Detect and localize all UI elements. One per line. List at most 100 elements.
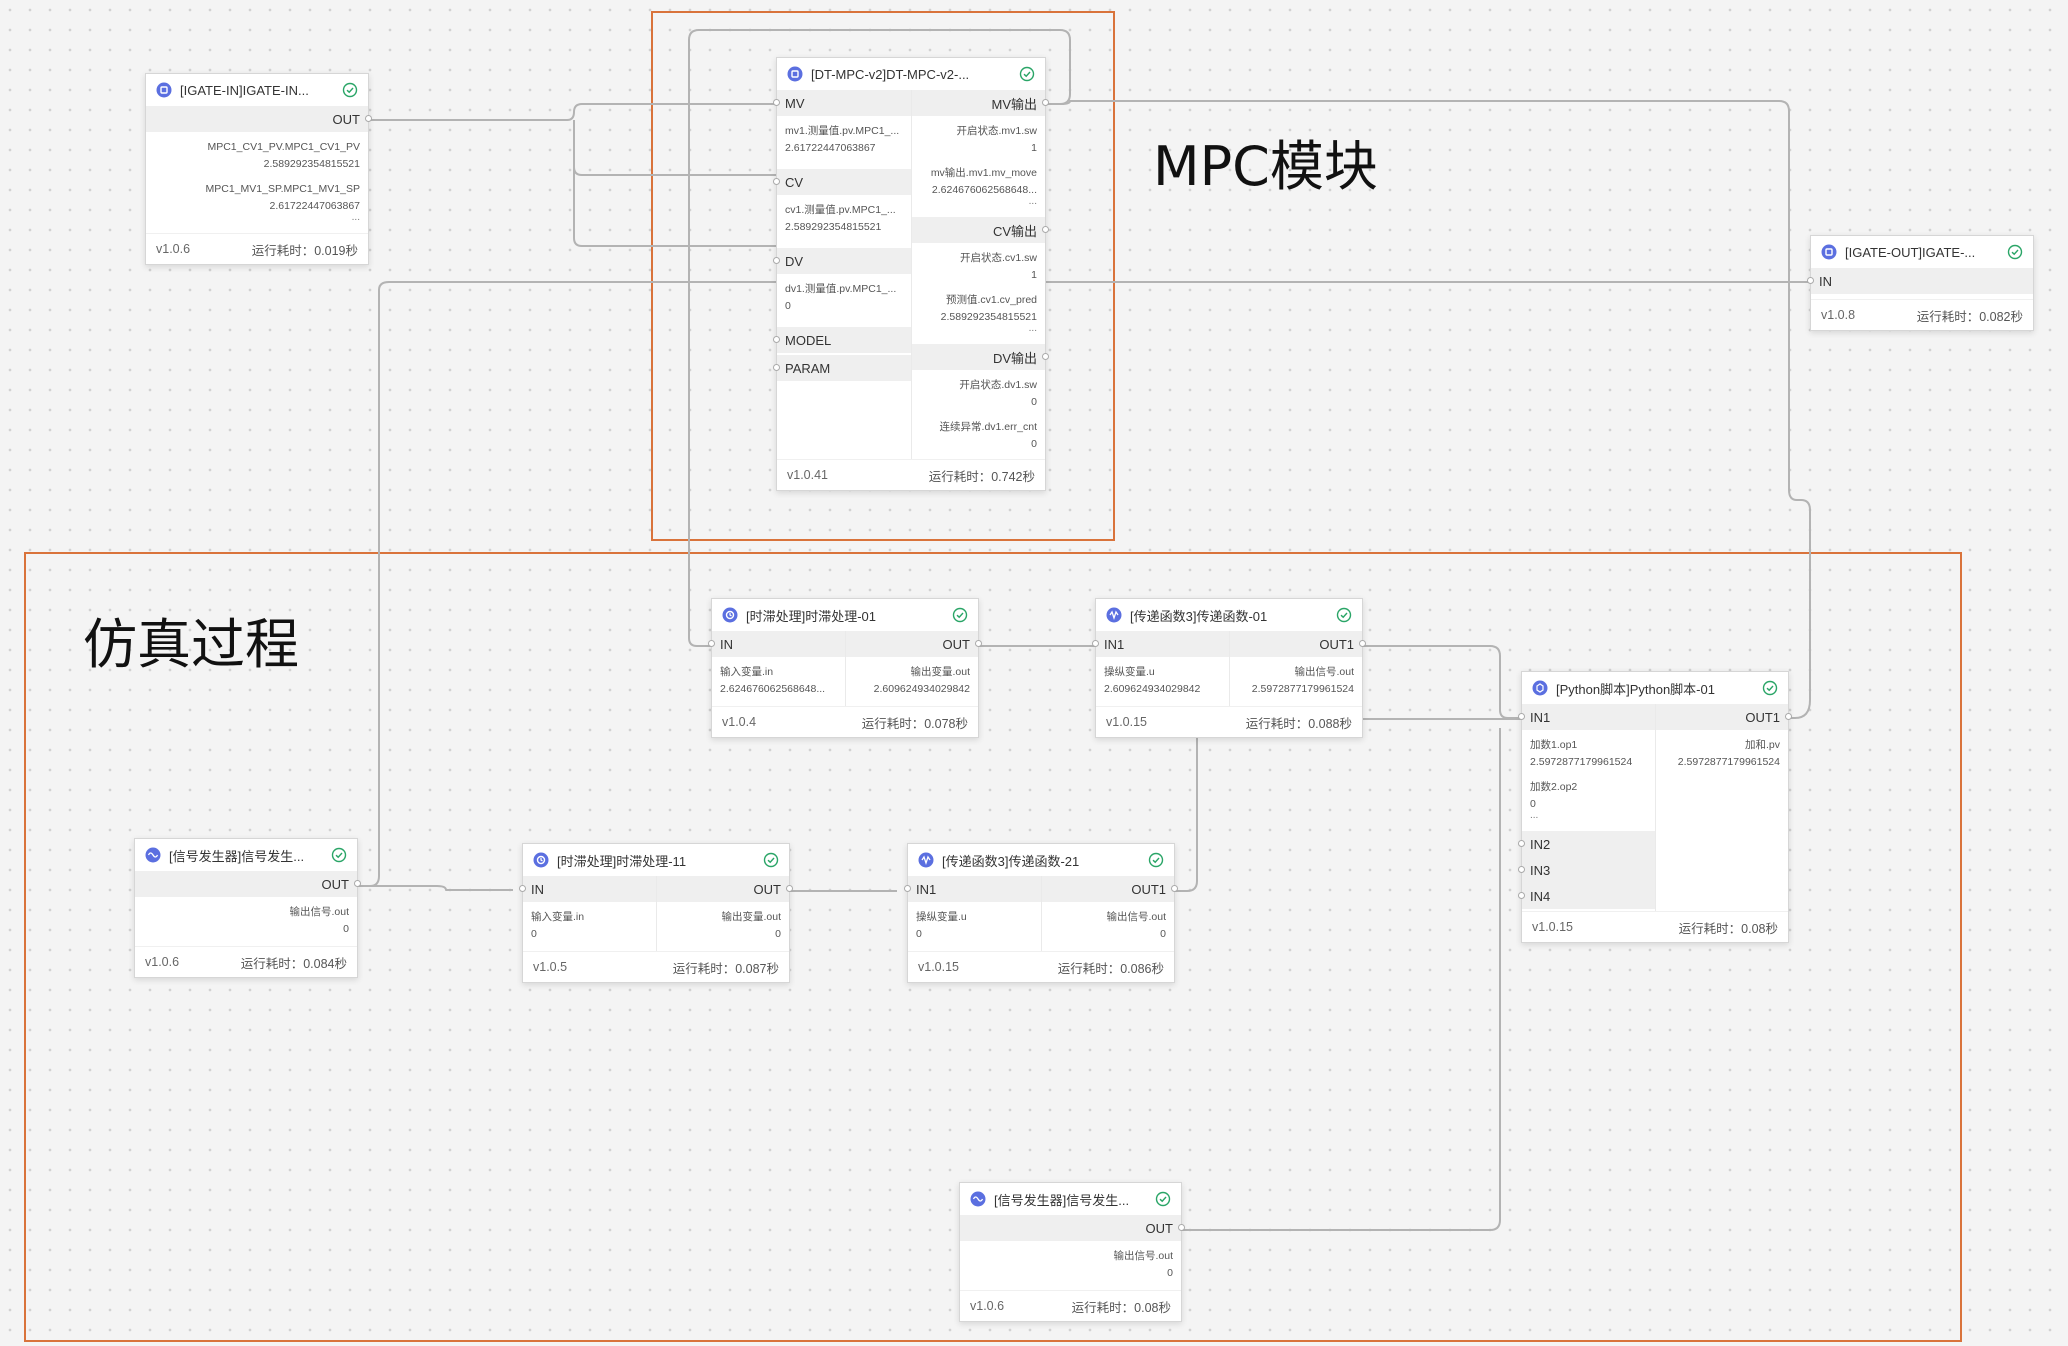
node-igate-in[interactable]: [IGATE-IN]IGATE-IN... OUT MPC1_CV1_PV.MP… — [145, 73, 372, 265]
port-handle[interactable] — [1518, 840, 1525, 847]
port-handle[interactable] — [1807, 277, 1814, 284]
port-handle[interactable] — [1518, 866, 1525, 873]
port-label: OUT — [942, 636, 970, 652]
port-dv[interactable]: DV — [773, 248, 911, 274]
value-val: 0 — [1530, 798, 1536, 810]
node-header[interactable]: [DT-MPC-v2]DT-MPC-v2-... — [777, 58, 1045, 90]
port-handle[interactable] — [1171, 885, 1178, 892]
port-handle[interactable] — [1092, 640, 1099, 647]
port-handle[interactable] — [773, 336, 780, 343]
port-out[interactable]: OUT — [135, 871, 361, 897]
port-in1[interactable]: IN1 — [1518, 704, 1655, 730]
port-param[interactable]: PARAM — [773, 355, 911, 381]
port-in1[interactable]: IN1 — [904, 876, 1041, 902]
group-label-mpc: MPC模块 — [1153, 135, 1378, 198]
port-handle[interactable] — [1359, 640, 1366, 647]
port-handle[interactable] — [1518, 713, 1525, 720]
port-in3[interactable]: IN3 — [1518, 857, 1655, 883]
port-label: CV输出 — [992, 223, 1037, 239]
port-out[interactable]: OUT — [146, 106, 372, 132]
port-handle[interactable] — [773, 178, 780, 185]
port-in4[interactable]: IN4 — [1518, 883, 1655, 909]
node-runtime: 运行耗时：0.078秒 — [861, 716, 968, 731]
value-val: 0 — [531, 928, 537, 940]
port-out1[interactable]: OUT1 — [1655, 704, 1792, 730]
port-label: MV输出 — [991, 96, 1037, 112]
port-label: IN3 — [1530, 862, 1551, 878]
port-handle[interactable] — [354, 880, 361, 887]
port-out1[interactable]: OUT1 — [1041, 876, 1178, 902]
port-out1[interactable]: OUT1 — [1229, 631, 1366, 657]
value-val: 0 — [785, 300, 791, 312]
node-header[interactable]: [传递函数3]传递函数-01 — [1096, 599, 1362, 631]
port-handle[interactable] — [975, 640, 982, 647]
port-out[interactable]: OUT — [960, 1215, 1185, 1241]
node-logo-icon — [787, 66, 803, 82]
port-handle[interactable] — [773, 364, 780, 371]
port-label: PARAM — [785, 360, 831, 376]
value-val: 0 — [1160, 928, 1166, 940]
value-key: 操纵变量.u — [916, 911, 967, 923]
port-handle[interactable] — [708, 640, 715, 647]
port-handle[interactable] — [365, 115, 372, 122]
port-in[interactable]: IN — [1807, 268, 2033, 294]
port-handle[interactable] — [1042, 353, 1049, 360]
node-header[interactable]: [IGATE-IN]IGATE-IN... — [146, 74, 368, 106]
node-runtime: 运行耗时：0.082秒 — [1916, 309, 2023, 324]
value-key: MPC1_MV1_SP.MPC1_MV1_SP — [205, 183, 360, 195]
port-out[interactable]: OUT — [656, 876, 793, 902]
port-handle[interactable] — [519, 885, 526, 892]
port-mv-output[interactable]: MV输出 — [911, 90, 1049, 116]
value-key: 开启状态.dv1.sw — [959, 379, 1037, 391]
node-header[interactable]: [传递函数3]传递函数-21 — [908, 844, 1174, 876]
port-handle[interactable] — [773, 99, 780, 106]
check-circle-icon — [763, 852, 779, 868]
port-handle[interactable] — [1785, 713, 1792, 720]
port-handle[interactable] — [1042, 99, 1049, 106]
node-header[interactable]: [信号发生器]信号发生... — [135, 839, 357, 871]
node-logo-icon — [533, 852, 549, 868]
node-header[interactable]: [时滞处理]时滞处理-11 — [523, 844, 789, 876]
port-handle[interactable] — [786, 885, 793, 892]
port-handle[interactable] — [904, 885, 911, 892]
value-val: 1 — [1031, 269, 1037, 281]
port-mv[interactable]: MV — [773, 90, 911, 116]
node-logo-icon — [145, 847, 161, 863]
port-handle[interactable] — [1518, 892, 1525, 899]
port-cv-output[interactable]: CV输出 — [911, 217, 1049, 243]
node-header[interactable]: [Python脚本]Python脚本-01 — [1522, 672, 1788, 704]
port-cv[interactable]: CV — [773, 169, 911, 195]
port-handle[interactable] — [1042, 226, 1049, 233]
value-key: 操纵变量.u — [1104, 666, 1155, 678]
port-handle[interactable] — [1178, 1224, 1185, 1231]
value-val: 2.589292354815521 — [940, 311, 1037, 323]
port-in[interactable]: IN — [708, 631, 845, 657]
node-title: [DT-MPC-v2]DT-MPC-v2-... — [811, 66, 970, 82]
port-label: OUT1 — [1131, 881, 1166, 897]
value-val: 2.5972877179961524 — [1251, 683, 1354, 695]
port-label: DV输出 — [992, 350, 1037, 366]
port-out[interactable]: OUT — [845, 631, 982, 657]
port-model[interactable]: MODEL — [773, 327, 911, 353]
port-in[interactable]: IN — [519, 876, 656, 902]
node-dt-mpc[interactable]: [DT-MPC-v2]DT-MPC-v2-... MV mv1.测量值.pv.M… — [773, 57, 1049, 491]
port-dv-output[interactable]: DV输出 — [911, 344, 1049, 370]
port-handle[interactable] — [773, 257, 780, 264]
value-key: 输出变量.out — [910, 666, 970, 678]
port-in2[interactable]: IN2 — [1518, 831, 1655, 857]
port-in1[interactable]: IN1 — [1092, 631, 1229, 657]
node-header[interactable]: [IGATE-OUT]IGATE-... — [1811, 236, 2033, 268]
node-title: [IGATE-IN]IGATE-IN... — [180, 82, 309, 98]
value-more: ... — [1530, 810, 1539, 821]
node-runtime: 运行耗时：0.019秒 — [251, 243, 358, 258]
node-header[interactable]: [信号发生器]信号发生... — [960, 1183, 1181, 1215]
node-header[interactable]: [时滞处理]时滞处理-01 — [712, 599, 978, 631]
